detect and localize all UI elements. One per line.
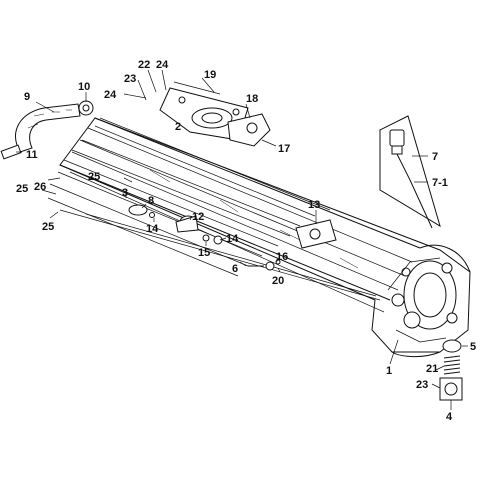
callout-25-left: 25 xyxy=(16,183,28,195)
sensor-inset xyxy=(379,115,441,229)
callout-24-top: 24 xyxy=(156,59,169,71)
callout-2: 2 xyxy=(175,121,181,133)
housing-hatching xyxy=(149,169,359,269)
callout-21: 17 xyxy=(278,143,290,155)
callout-24-mid: 24 xyxy=(104,89,117,101)
callout-23-mid: 23 xyxy=(124,73,136,85)
callout-3: 3 xyxy=(122,187,128,199)
callout-25-mid: 25 xyxy=(88,171,100,183)
callout-14-top: 10 xyxy=(78,81,90,93)
callout-4: 4 xyxy=(446,411,453,423)
callout-26: 26 xyxy=(34,181,46,193)
callout-10: 18 xyxy=(246,93,258,105)
callout-1: 1 xyxy=(386,365,392,377)
callout-22: 20 xyxy=(272,275,284,287)
callout-9: 12 xyxy=(192,211,204,223)
callout-7: 7 xyxy=(432,151,438,163)
breather-hose xyxy=(0,100,94,160)
relief-valve-parts xyxy=(439,339,463,401)
long-bolts xyxy=(47,117,381,301)
callout-12: 6 xyxy=(232,263,238,275)
callout-20: 16 xyxy=(276,251,288,263)
cover-assembly xyxy=(159,87,249,141)
callout-19: 23 xyxy=(416,379,428,391)
callout-17: 14 xyxy=(226,233,239,245)
callout-25-bottom: 25 xyxy=(42,221,54,233)
callout-15: 13 xyxy=(308,199,320,211)
crankcase-end-face xyxy=(387,257,458,343)
inspection-plate xyxy=(295,219,337,249)
callout-7-1: 7-1 xyxy=(432,177,448,189)
callout-16: 14 xyxy=(146,223,159,235)
callout-13: 9 xyxy=(24,91,30,103)
bracket-part xyxy=(227,113,271,147)
callout-23-top: 22 xyxy=(138,59,150,71)
callout-6: 21 xyxy=(426,363,438,375)
callout-labels: 9 10 11 22 24 23 24 19 18 2 17 7 7-1 25 … xyxy=(16,59,476,423)
callout-11: 19 xyxy=(204,69,216,81)
leader-lines xyxy=(16,69,468,410)
callout-14-left: 11 xyxy=(26,149,38,161)
callout-18: 15 xyxy=(198,247,210,259)
callout-5: 5 xyxy=(470,341,476,353)
callout-8: 8 xyxy=(148,195,154,207)
